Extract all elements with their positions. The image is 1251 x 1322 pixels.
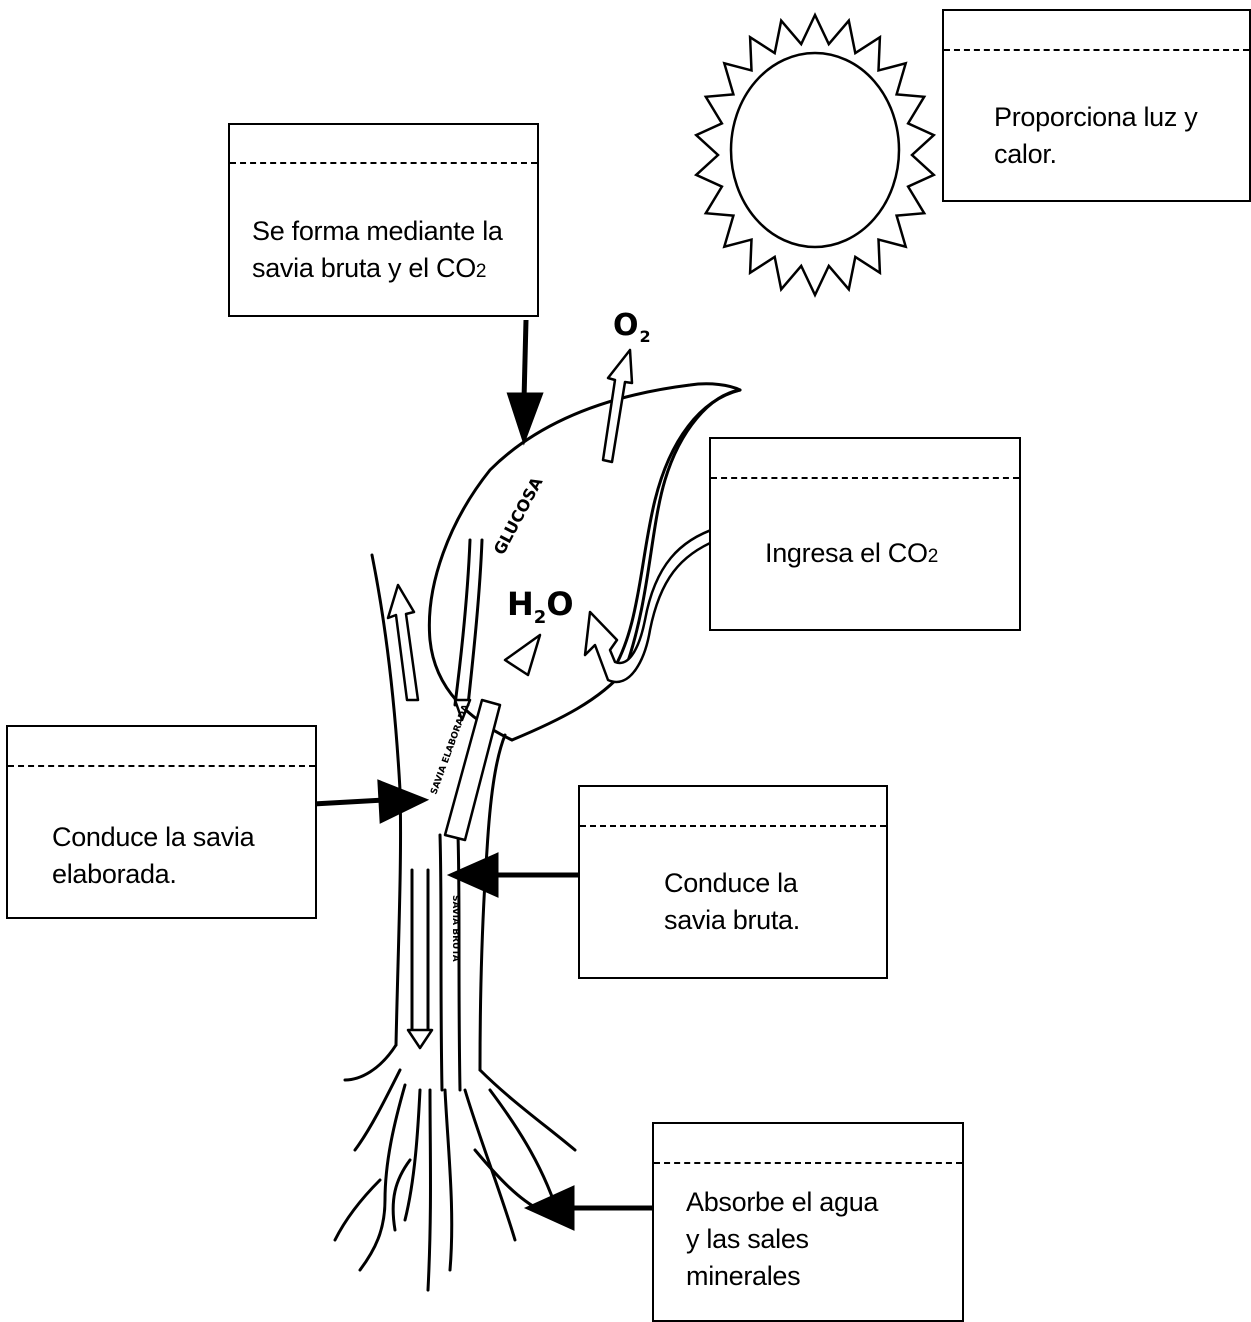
raiz-text-line2: y las sales [686,1221,878,1258]
hoja-text: Ingresa el CO2 [765,535,938,575]
sol-text-line1: Proporciona luz y [994,99,1198,136]
label-box-glucosa: Se forma mediante la savia bruta y el CO… [228,123,539,317]
water-arrow-head [505,635,540,675]
glucosa-text-line2: savia bruta y el CO2 [252,250,503,290]
xylem-up-arrow [445,700,500,840]
phloem-pointer [313,800,385,804]
o2-label: O2 [613,308,651,346]
stem-illustration [372,555,505,1090]
glucosa-text-line1: Se forma mediante la [252,213,503,250]
glucosa-label: GLUCOSA [490,473,547,558]
floema-text-line2: elaborada. [52,856,254,893]
label-box-sol: Proporciona luz y calor. [942,9,1251,202]
sun-icon [696,15,934,295]
label-box-floema: Conduce la savia elaborada. [6,725,317,919]
raiz-text-line1: Absorbe el agua [686,1184,878,1221]
phloem-down-arrow [408,1030,432,1048]
xilema-text-line2: savia bruta. [664,902,800,939]
leaf-illustration [429,384,740,740]
h2o-label: H2O [507,585,574,628]
glucose-pointer [524,320,526,400]
sol-text-line2: calor. [994,136,1198,173]
raiz-text-line3: minerales [686,1258,878,1295]
o2-arrow [603,350,632,462]
label-box-hoja: Ingresa el CO2 [709,437,1021,631]
roots-illustration [335,1045,575,1290]
floema-text-line1: Conduce la savia [52,819,254,856]
label-box-raiz: Absorbe el agua y las sales minerales [652,1122,964,1322]
xilema-text-line1: Conduce la [664,865,800,902]
label-box-xilema: Conduce la savia bruta. [578,785,888,979]
savia-bruta-label: SAVIA BRUTA [450,895,460,962]
